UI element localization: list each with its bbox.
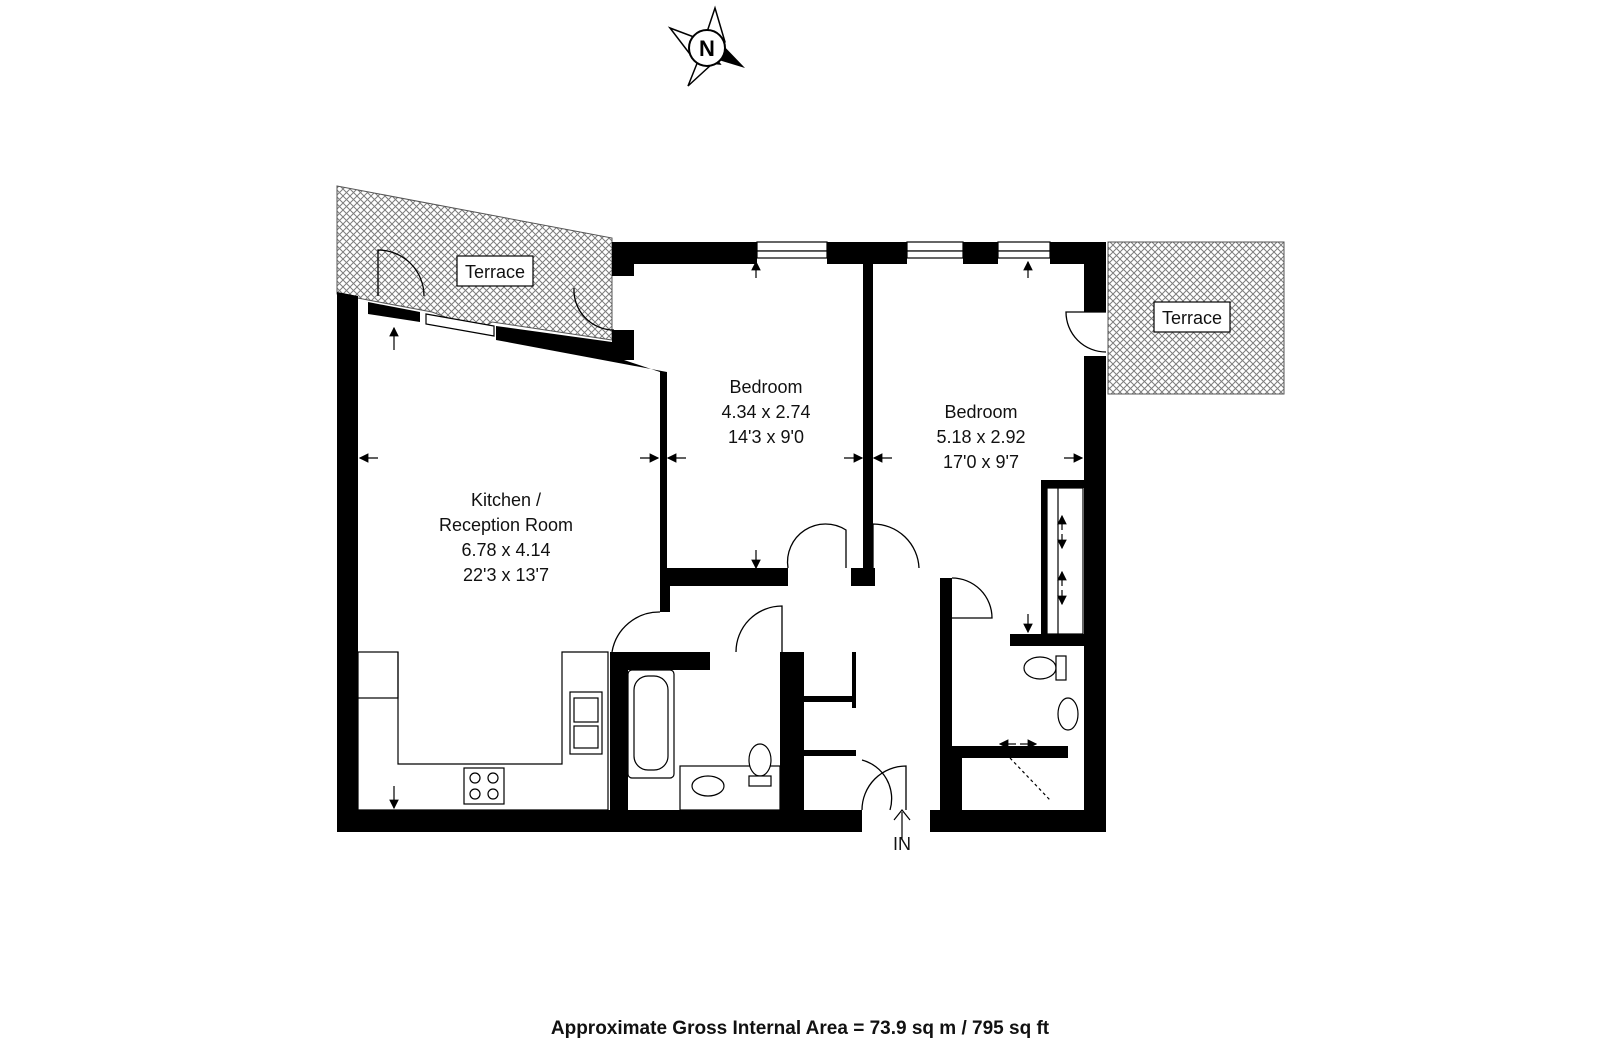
svg-text:Bedroom: Bedroom xyxy=(729,377,802,397)
kitchen-reception-label: Kitchen / Reception Room 6.78 x 4.14 22'… xyxy=(439,490,573,585)
svg-text:4.34 x 2.74: 4.34 x 2.74 xyxy=(721,402,810,422)
interior-walls xyxy=(610,262,1087,810)
compass-letter: N xyxy=(699,36,715,61)
terrace-right-label: Terrace xyxy=(1153,301,1231,333)
kitchen-counters xyxy=(357,651,609,811)
gross-internal-area: Approximate Gross Internal Area = 73.9 s… xyxy=(550,1018,1050,1039)
svg-text:22'3 x 13'7: 22'3 x 13'7 xyxy=(463,565,549,585)
svg-text:Bedroom: Bedroom xyxy=(944,402,1017,422)
entrance-label: IN xyxy=(893,834,911,854)
terrace-left-label: Terrace xyxy=(456,255,534,287)
svg-text:Terrace: Terrace xyxy=(1162,308,1222,328)
entrance-arrow-icon xyxy=(893,809,911,840)
svg-text:6.78 x 4.14: 6.78 x 4.14 xyxy=(461,540,550,560)
dimension-arrows xyxy=(358,260,1084,810)
wardrobe xyxy=(1046,487,1084,635)
bedroom-2-label: Bedroom 5.18 x 2.92 17'0 x 9'7 xyxy=(936,402,1025,472)
north-compass-icon: N xyxy=(667,5,745,87)
svg-text:Terrace: Terrace xyxy=(465,262,525,282)
door-swings xyxy=(377,249,1107,811)
bathroom-fixtures xyxy=(627,655,1079,811)
svg-text:14'3 x 9'0: 14'3 x 9'0 xyxy=(728,427,804,447)
svg-text:17'0 x 9'7: 17'0 x 9'7 xyxy=(943,452,1019,472)
svg-text:Kitchen /: Kitchen / xyxy=(471,490,541,510)
bedroom-1-label: Bedroom 4.34 x 2.74 14'3 x 9'0 xyxy=(721,377,810,447)
svg-text:Reception Room: Reception Room xyxy=(439,515,573,535)
exterior-walls xyxy=(337,242,1106,832)
windows xyxy=(425,241,1051,337)
svg-text:5.18 x 2.92: 5.18 x 2.92 xyxy=(936,427,1025,447)
